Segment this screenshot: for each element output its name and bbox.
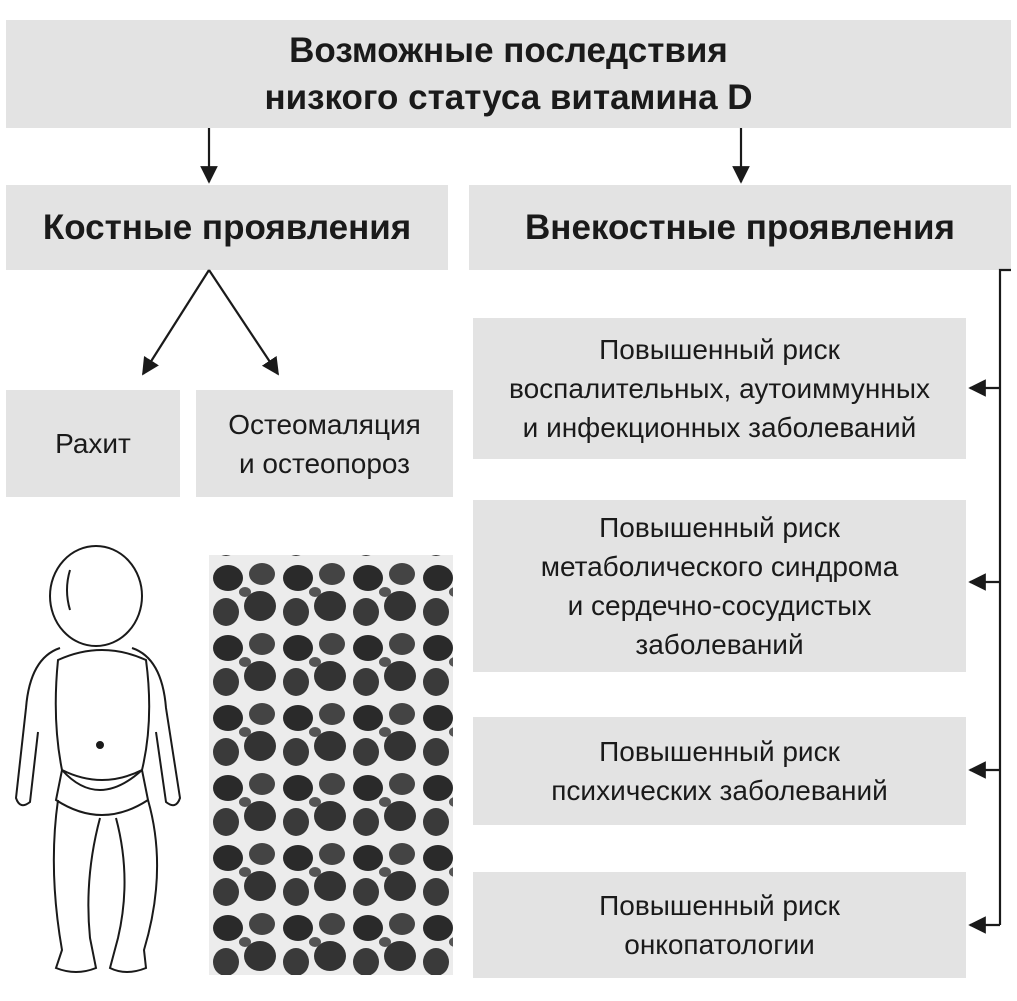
rickets-label: Рахит <box>55 428 131 459</box>
child-illustration <box>14 545 182 973</box>
bone-manifestations-label: Костные проявления <box>42 207 412 247</box>
risk-mental-label: Повышенный риск психических заболеваний <box>551 736 888 806</box>
bone-manifestations-header: Костные проявления <box>6 185 448 270</box>
extra-bone-manifestations-header: Внекостные проявления <box>469 185 1011 270</box>
connector-extra-bone <box>998 268 1011 925</box>
risk-metabolic-label: Повышенный риск метаболического синдрома… <box>540 512 899 660</box>
risk-metabolic-box: Повышенный риск метаболического синдрома… <box>473 500 966 672</box>
arrow-bone-to-osteo <box>208 269 279 376</box>
risk-oncology-box: Повышенный риск онкопатологии <box>473 872 966 978</box>
risk-oncology-label: Повышенный риск онкопатологии <box>599 890 840 960</box>
risk-inflammatory-box: Повышенный риск воспалительных, аутоимму… <box>473 318 966 459</box>
diagram-title: Возможные последствия низкого статуса ви… <box>264 31 753 117</box>
risk-mental-box: Повышенный риск психических заболеваний <box>473 717 966 825</box>
bone-structure-image <box>209 555 453 975</box>
rickets-box: Рахит <box>6 390 180 497</box>
osteomalacia-label: Остеомаляция и остеопороз <box>228 408 421 479</box>
diagram-title-box: Возможные последствия низкого статуса ви… <box>6 20 1011 128</box>
osteomalacia-box: Остеомаляция и остеопороз <box>196 390 453 497</box>
extra-bone-manifestations-label: Внекостные проявления <box>525 207 955 247</box>
arrow-bone-to-rickets <box>142 269 210 376</box>
risk-inflammatory-label: Повышенный риск воспалительных, аутоимму… <box>509 334 930 443</box>
arrows <box>142 128 1011 934</box>
